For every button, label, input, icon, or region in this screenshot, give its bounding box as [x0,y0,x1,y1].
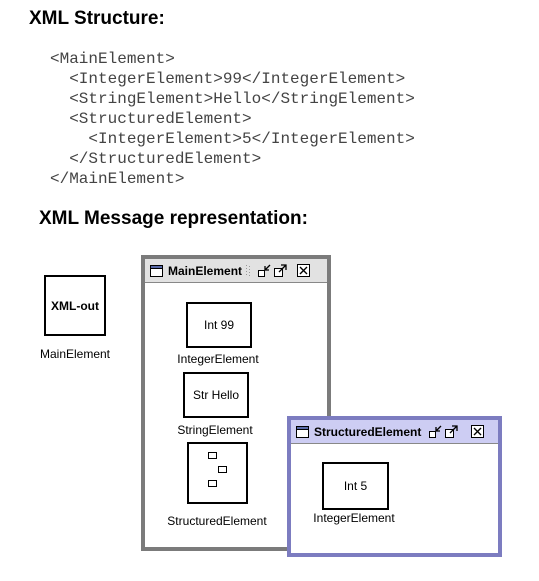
xml-line: </MainElement> [50,170,185,188]
iconify-icon[interactable] [258,264,271,277]
integer-element-label: IntegerElement [313,511,395,525]
iconify-icon[interactable] [429,425,442,438]
close-icon[interactable] [471,425,485,438]
xml-line: <MainElement> [50,50,175,68]
structured-element-component[interactable] [187,442,248,504]
main-element-title: MainElement [168,263,243,278]
xml-line: <IntegerElement>5</IntegerElement> [50,130,415,148]
structured-element-frame[interactable]: StructuredElement Int 5 IntegerElement [287,416,502,557]
string-element-label: StringElement [177,423,253,437]
main-element-frame[interactable]: MainElement Int 99 IntegerElement Str He… [141,255,331,551]
xml-line: </StructuredElement> [50,150,262,168]
xml-out-component[interactable]: XML-out [44,275,106,336]
integer-element-component[interactable]: Int 5 [322,462,389,510]
maximize-icon[interactable] [445,425,459,438]
window-icon [296,425,309,438]
string-element-component[interactable]: Str Hello [183,372,249,418]
structured-element-label: StructuredElement [167,514,267,528]
xml-code-block: <MainElement> <IntegerElement>99</Intege… [50,49,415,189]
xml-line: <StructuredElement> [50,110,252,128]
grip-icon [246,264,251,276]
window-icon [150,264,163,277]
sub-element-marker [208,452,217,459]
xml-line: <IntegerElement>99</IntegerElement> [50,70,406,88]
structured-element-titlebar[interactable]: StructuredElement [291,420,498,444]
main-element-titlebar[interactable]: MainElement [145,259,327,283]
close-icon[interactable] [297,264,311,277]
integer-element-label: IntegerElement [177,352,259,366]
xml-line: <StringElement>Hello</StringElement> [50,90,415,108]
integer-element-component[interactable]: Int 99 [186,302,252,348]
sub-element-marker [218,466,227,473]
sub-element-marker [208,480,217,487]
maximize-icon[interactable] [274,264,287,277]
xml-message-heading: XML Message representation: [39,208,308,229]
structured-element-title: StructuredElement [314,424,422,439]
xml-structure-heading: XML Structure: [29,8,165,29]
xml-out-component-label: MainElement [39,347,111,361]
